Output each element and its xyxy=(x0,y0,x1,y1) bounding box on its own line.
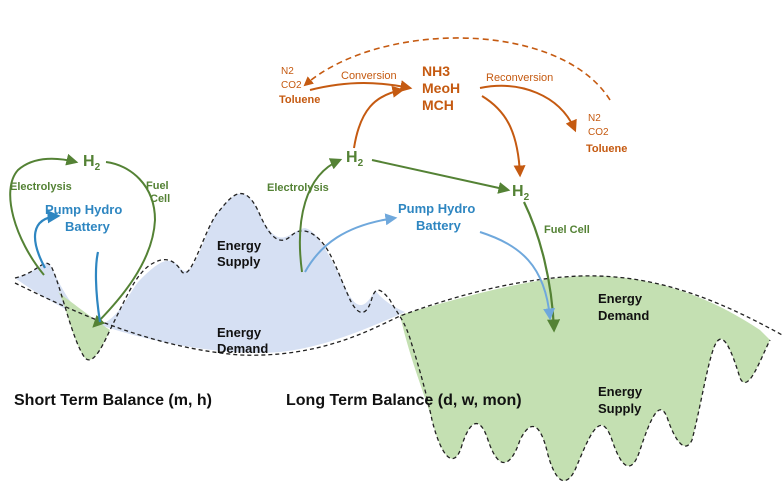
short-h2-label: H2 xyxy=(83,153,101,173)
left-toluene-label: Toluene xyxy=(279,94,320,106)
short-term-supply-area xyxy=(15,193,405,353)
short-fuelcell-label-1: Fuel xyxy=(146,180,169,192)
demand-curve xyxy=(14,275,784,356)
recycle-dashed-arrow xyxy=(303,37,611,101)
short-term-deficit-area xyxy=(58,292,110,360)
mch-label: MCH xyxy=(422,97,454,113)
long-storage-label-1: Pump Hydro xyxy=(398,201,475,216)
nh3-label: NH3 xyxy=(422,63,450,79)
short-term-caption: Short Term Balance (m, h) xyxy=(14,392,212,409)
short-fuelcell-arrow xyxy=(92,161,157,328)
long-demand-label-2: Demand xyxy=(598,308,649,323)
long-term-deficit-area xyxy=(400,275,770,481)
short-storage-label-1: Pump Hydro xyxy=(45,202,122,217)
long-electrolysis-label: Electrolysis xyxy=(267,182,329,194)
short-fuelcell-label-2: Cell xyxy=(150,193,170,205)
left-n2-label: N2 xyxy=(281,66,294,77)
meoh-label: MeoH xyxy=(422,80,460,96)
long-supply-label-2: Supply xyxy=(598,401,642,416)
short-demand-label-1: Energy xyxy=(217,325,262,340)
reconversion-label: Reconversion xyxy=(486,72,553,84)
long-storage-in-arrow xyxy=(304,213,398,273)
short-supply-label-1: Energy xyxy=(217,238,262,253)
long-fuelcell-label: Fuel Cell xyxy=(544,224,590,236)
h2-transport-arrow xyxy=(371,159,511,194)
right-co2-label: CO2 xyxy=(588,127,609,138)
short-electrolysis-arrow xyxy=(9,153,79,276)
short-demand-label-2: Demand xyxy=(217,341,268,356)
long-electrolysis-arrow xyxy=(298,158,343,273)
right-n2-label: N2 xyxy=(588,113,601,124)
short-supply-label-2: Supply xyxy=(217,254,261,269)
short-electrolysis-label: Electrolysis xyxy=(10,181,72,193)
long-h2-right-label: H2 xyxy=(512,183,530,203)
short-storage-arrow xyxy=(94,251,102,323)
long-storage-out-arrow xyxy=(479,231,556,321)
reconversion-arrow xyxy=(479,84,577,133)
long-demand-label-1: Energy xyxy=(598,291,643,306)
short-storage-label-2: Battery xyxy=(65,219,111,234)
conversion-label: Conversion xyxy=(341,70,397,82)
short-storage-arrow-in xyxy=(33,210,61,269)
long-storage-label-2: Battery xyxy=(416,218,462,233)
right-toluene-label: Toluene xyxy=(586,143,627,155)
to-h2-arrow xyxy=(481,95,526,178)
long-supply-label-1: Energy xyxy=(598,384,643,399)
h2-to-conversion-arrow xyxy=(353,85,405,149)
long-h2-left-label: H2 xyxy=(346,149,364,169)
left-co2-label: CO2 xyxy=(281,80,302,91)
conversion-arrow xyxy=(309,80,413,93)
long-term-caption: Long Term Balance (d, w, mon) xyxy=(286,392,522,409)
